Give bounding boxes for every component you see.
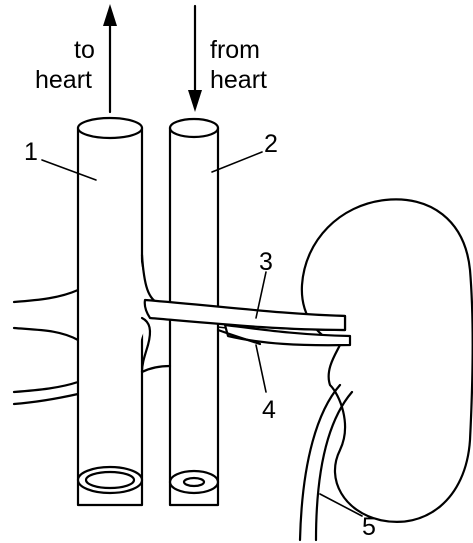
from-heart-label-line2: heart — [210, 66, 267, 94]
aorta-branch-link — [142, 366, 170, 372]
label-1: 1 — [24, 138, 38, 166]
label-4: 4 — [262, 396, 276, 424]
kidney — [302, 199, 473, 522]
label-2: 2 — [264, 130, 278, 158]
label-3: 3 — [259, 248, 273, 276]
to-heart-label-line2: heart — [35, 66, 92, 94]
to-heart-label-line1: to — [74, 36, 95, 64]
from-heart-label-line1: from — [210, 36, 260, 64]
to-heart-arrow — [103, 4, 117, 112]
left-branch-vessels — [14, 290, 78, 404]
label-5: 5 — [362, 513, 376, 541]
from-heart-arrow — [188, 6, 202, 112]
